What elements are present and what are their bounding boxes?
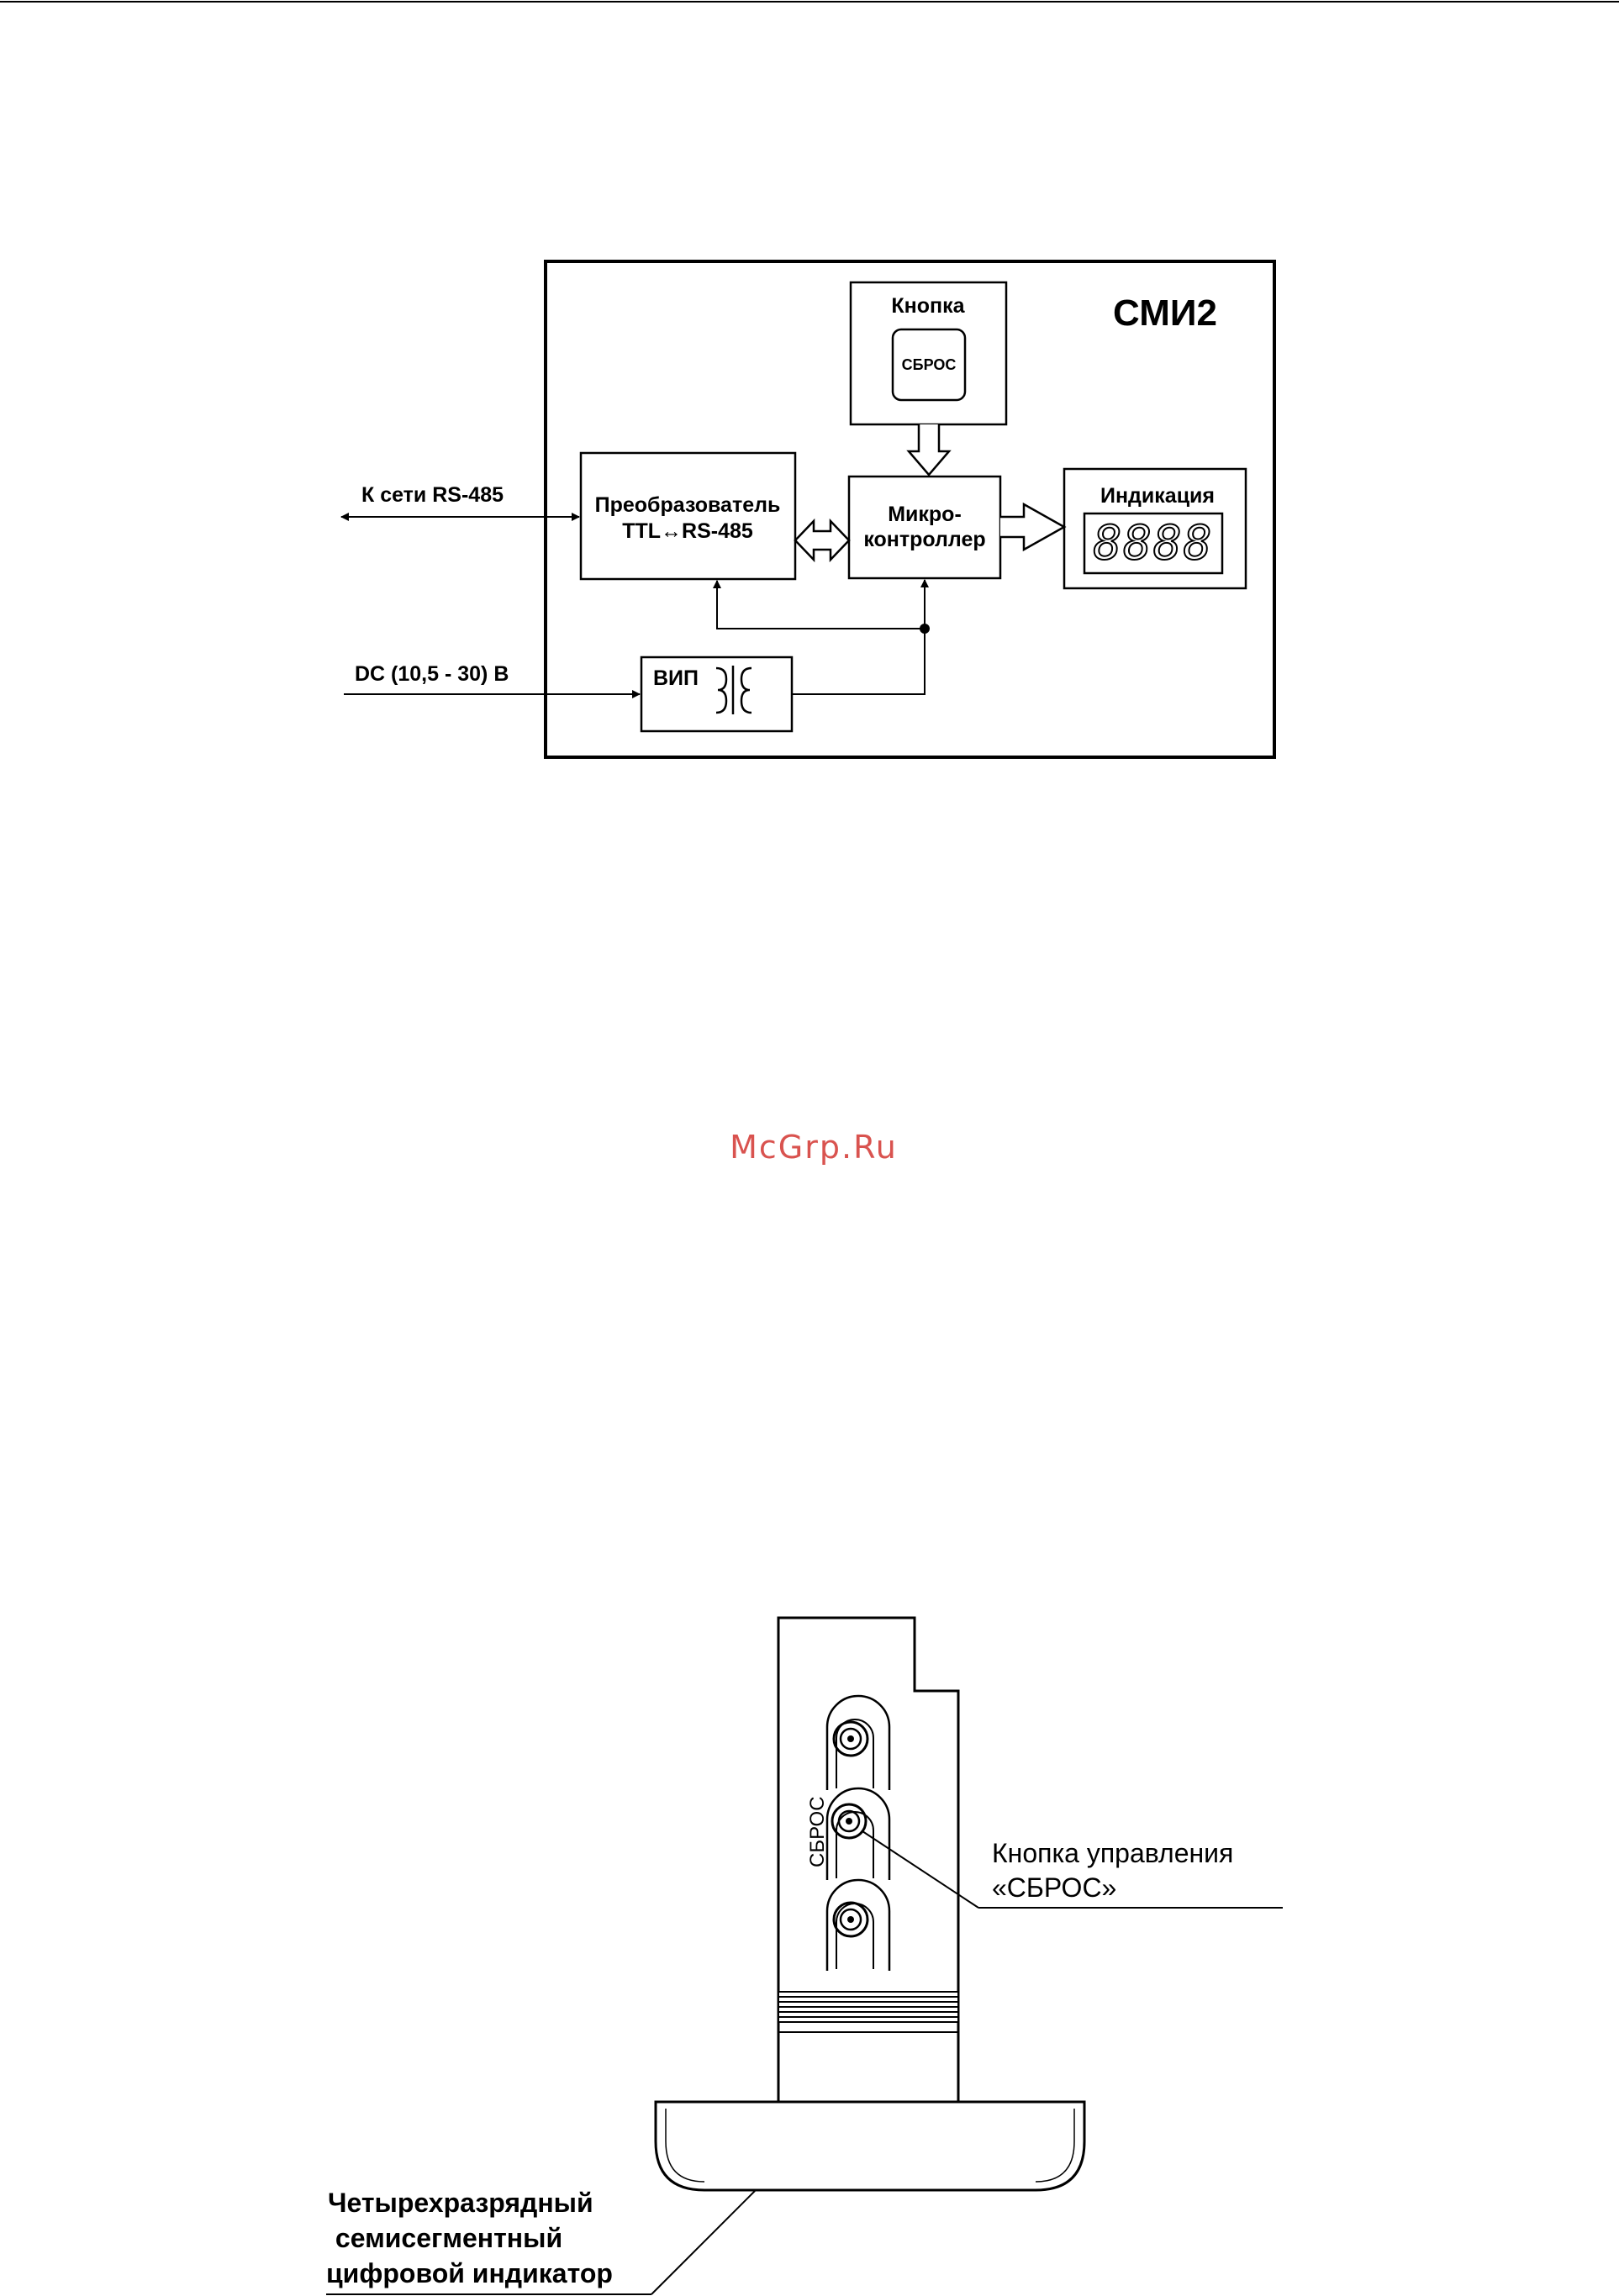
indication-title: Индикация [1100, 484, 1215, 508]
dc-input-label: DC (10,5 - 30) В [355, 662, 509, 686]
display-digits: 8888 [1094, 516, 1214, 571]
device-drawing: СБРОС Кнопка управления «СБРОС» [326, 1618, 1283, 2294]
indication-block: Индикация 8888 [1064, 469, 1246, 588]
slot-bottom-button-center-icon [847, 1916, 854, 1923]
power-supply-label: ВИП [653, 666, 699, 690]
indicator-callout-line3: цифровой индикатор [326, 2258, 613, 2288]
indicator-callout-line2: семисегментный [328, 2223, 562, 2253]
converter-line2: TTL↔RS-485 [622, 519, 753, 543]
button-block-title: Кнопка [891, 294, 965, 318]
reset-callout-line2: «СБРОС» [992, 1872, 1116, 1903]
mcu-line2: контроллер [863, 528, 985, 551]
power-supply-block: ВИП [641, 657, 792, 731]
button-to-mcu-arrow [909, 424, 949, 475]
watermark: McGrp.Ru [730, 1129, 898, 1166]
slot-reset: СБРОС [806, 1788, 889, 1880]
transformer-coil-left-icon [716, 668, 726, 713]
slot-top-button-center-icon [847, 1735, 854, 1742]
converter-block: Преобразователь TTL↔RS-485 [581, 453, 795, 579]
mcu-to-indication-arrow [1000, 504, 1064, 550]
power-junction-dot [920, 624, 930, 634]
indicator-base [656, 2102, 1084, 2190]
converter-line1: Преобразователь [595, 493, 781, 517]
transformer-coil-right-icon [741, 668, 751, 713]
reset-button-center-icon [846, 1818, 852, 1825]
indicator-callout-line1: Четырехразрядный [328, 2188, 593, 2218]
slot-bottom [827, 1880, 889, 1971]
device-title: СМИ2 [1113, 292, 1217, 334]
mcu-block: Микро- контроллер [849, 477, 1000, 578]
mcu-line1: Микро- [888, 503, 962, 526]
ribbed-band [778, 1992, 958, 2032]
reset-callout-line1: Кнопка управления [992, 1838, 1233, 1868]
slot-top [827, 1696, 889, 1790]
power-feed-line [792, 629, 925, 694]
reset-key-label: СБРОС [902, 356, 957, 373]
indicator-callout-leader [651, 2191, 755, 2294]
reset-side-label: СБРОС [806, 1796, 829, 1867]
converter-mcu-bus-arrow [795, 521, 849, 560]
reset-callout-leader [862, 1831, 978, 1908]
power-to-converter-line [717, 581, 925, 629]
slot-reset-inner [836, 1812, 873, 1878]
block-diagram: СМИ2 Кнопка СБРОС Преобразователь TTL↔RS… [341, 261, 1274, 757]
button-block: Кнопка СБРОС [851, 282, 1006, 424]
rs485-label: К сети RS-485 [361, 483, 504, 507]
